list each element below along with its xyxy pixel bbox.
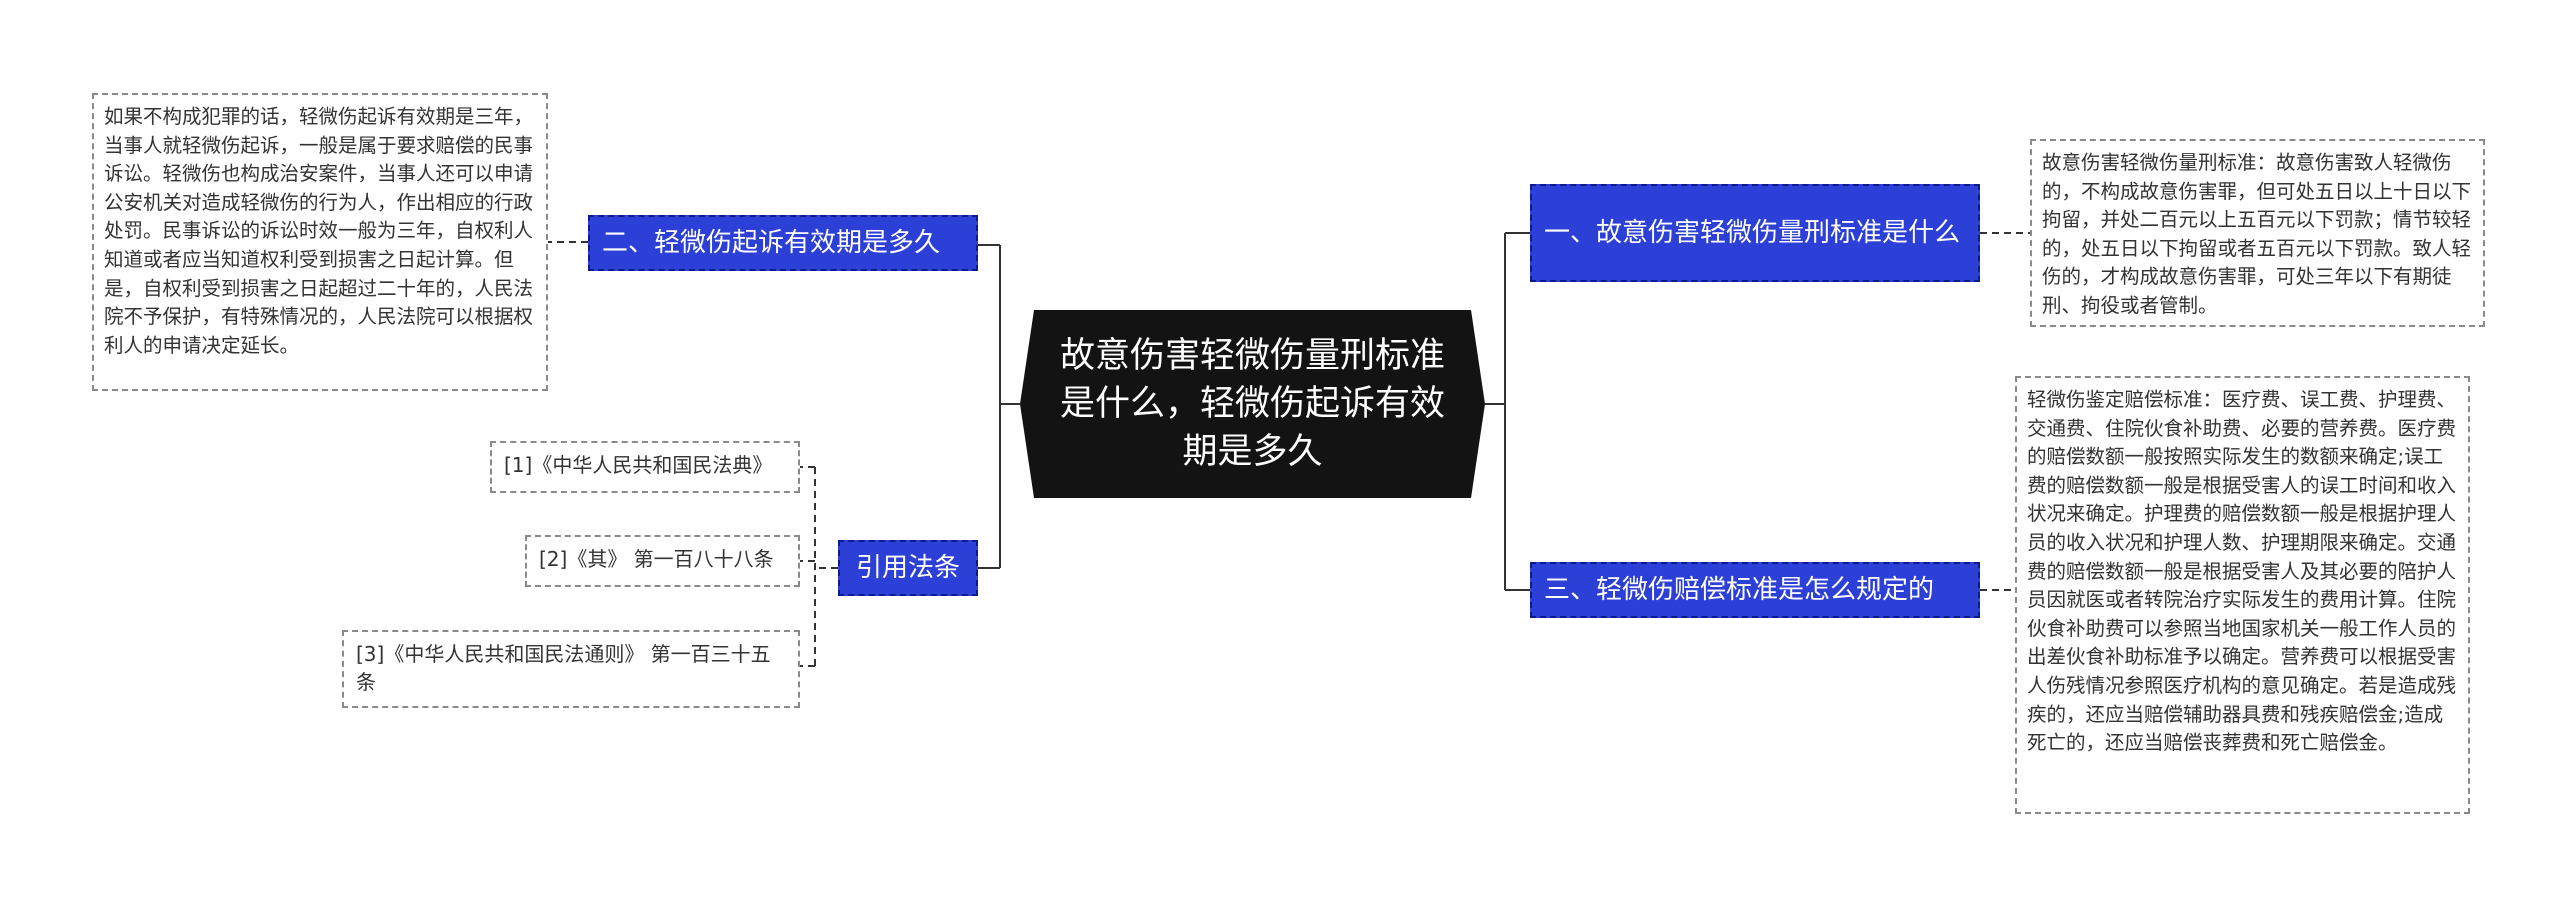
topic-1-label: 一、故意伤害轻微伤量刑标准是什么 [1544,218,1961,248]
topic-2-node[interactable]: 二、轻微伤起诉有效期是多久 [588,215,978,271]
ref-item[interactable]: [3]《中华人民共和国民法通则》 第一百三十五条 [342,630,800,708]
topic-2-note[interactable]: 如果不构成犯罪的话，轻微伤起诉有效期是三年，当事人就轻微伤起诉，一般是属于要求赔… [92,93,548,391]
topic-3-note[interactable]: 轻微伤鉴定赔偿标准：医疗费、误工费、护理费、交通费、住院伙食补助费、必要的营养费… [2015,376,2470,814]
refs-node[interactable]: 引用法条 [838,540,978,596]
refs-label: 引用法条 [855,553,960,583]
ref-item[interactable]: [2]《其》 第一百八十八条 [525,535,800,587]
ref-item-1-text: [1]《中华人民共和国民法典》 [504,453,773,477]
ref-item[interactable]: [1]《中华人民共和国民法典》 [490,441,800,493]
topic-2-note-text: 如果不构成犯罪的话，轻微伤起诉有效期是三年，当事人就轻微伤起诉，一般是属于要求赔… [104,105,534,357]
topic-1-node[interactable]: 一、故意伤害轻微伤量刑标准是什么 [1530,184,1980,282]
ref-item-3-text: [3]《中华人民共和国民法通则》 第一百三十五条 [356,642,771,694]
central-topic[interactable]: 故意伤害轻微伤量刑标准是什么，轻微伤起诉有效期是多久 [1020,310,1485,498]
topic-1-note[interactable]: 故意伤害轻微伤量刑标准：故意伤害致人轻微伤的，不构成故意伤害罪，但可处五日以上十… [2030,139,2485,327]
topic-3-label: 三、轻微伤赔偿标准是怎么规定的 [1544,575,1935,605]
topic-3-node[interactable]: 三、轻微伤赔偿标准是怎么规定的 [1530,562,1980,618]
central-topic-label: 故意伤害轻微伤量刑标准是什么，轻微伤起诉有效期是多久 [1059,336,1445,472]
ref-item-2-text: [2]《其》 第一百八十八条 [539,547,774,571]
topic-3-note-text: 轻微伤鉴定赔偿标准：医疗费、误工费、护理费、交通费、住院伙食补助费、必要的营养费… [2027,388,2457,755]
topic-2-label: 二、轻微伤起诉有效期是多久 [602,228,941,258]
topic-1-note-text: 故意伤害轻微伤量刑标准：故意伤害致人轻微伤的，不构成故意伤害罪，但可处五日以上十… [2042,151,2472,317]
